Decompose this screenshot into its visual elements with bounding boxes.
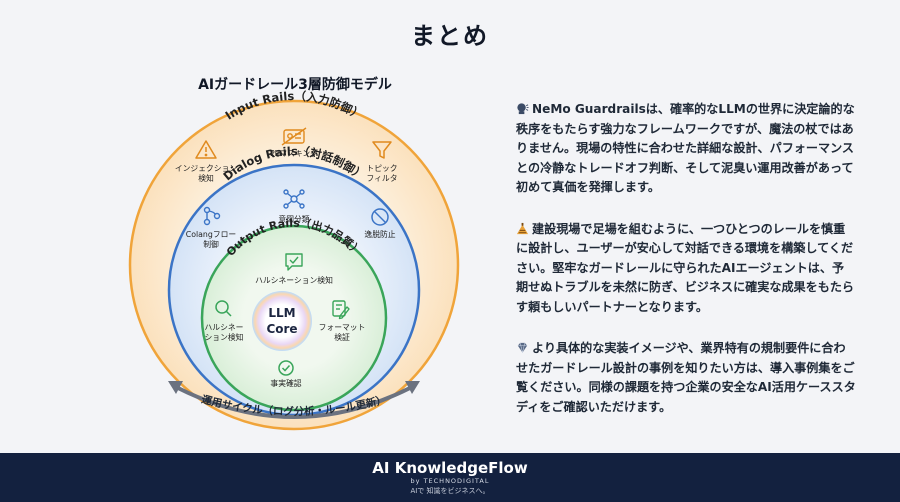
output-item-label: フォーマット — [319, 323, 366, 332]
warning-icon — [195, 140, 217, 159]
output-item-label: ハルシネーション検知 — [255, 275, 333, 285]
summary-text: NeMo Guardrailsは、確率的なLLMの世界に決定論的な秩序をもたらす… — [516, 100, 856, 439]
input-item-injection: インジェクション 検知 — [175, 140, 238, 183]
footer-bar: AI KnowledgeFlow by TECHNODIGITAL AIで 知識… — [0, 453, 900, 502]
diagram-title: AIガードレール3層防御モデル — [198, 77, 392, 93]
dialog-item-label: 逸脱防止 — [364, 229, 395, 239]
summary-paragraph-3-text: より具体的な実装イメージや、業界特有の規制要件に合わせたガードレール設計の事例を… — [516, 341, 856, 414]
input-item-topic: トピック フィルタ — [366, 141, 398, 183]
input-item-label: フィルタ — [366, 174, 397, 183]
masked-id-card-icon — [281, 127, 307, 146]
operation-cycle-arrow — [168, 381, 420, 419]
check-circle-icon — [278, 360, 294, 376]
dialog-item-deviation: 逸脱防止 — [364, 208, 396, 239]
dialog-item-label: Colangフロー — [186, 230, 236, 239]
dialog-item-colang: Colangフロー 制御 — [186, 206, 236, 249]
output-item-label: 事実確認 — [270, 378, 301, 388]
llm-core: LLM Core — [252, 291, 312, 351]
prohibited-icon — [371, 208, 389, 226]
input-item-label: PIIマスキング — [270, 148, 318, 158]
output-item-left: ハルシネー ション検知 — [205, 300, 244, 342]
summary-paragraph-2: 建設現場で足場を組むように、一つひとつのレールを慎重に設計し、ユーザーが安心して… — [516, 220, 856, 318]
three-layer-defense-diagram: Input Rails（入力防御） Dialog Rails（対話制御） Out… — [128, 89, 460, 431]
output-item-bottom: 事実確認 — [270, 360, 302, 388]
magnifier-icon — [215, 300, 232, 317]
output-item-top: ハルシネーション検知 — [255, 253, 333, 285]
funnel-filter-icon — [372, 141, 392, 159]
dialog-item-label: 制御 — [203, 239, 219, 249]
speaking-head-icon — [517, 103, 529, 115]
summary-paragraph-1-text: NeMo Guardrailsは、確率的なLLMの世界に決定論的な秩序をもたらす… — [516, 102, 855, 194]
chat-check-icon — [285, 253, 303, 271]
footer-tagline: AIで 知識をビジネスへ。 — [410, 487, 490, 495]
document-edit-icon — [332, 300, 350, 320]
input-item-pii: PIIマスキング — [270, 127, 318, 158]
input-item-label: トピック — [366, 164, 397, 173]
construction-site-icon — [516, 222, 529, 234]
slide-title: まとめ — [411, 22, 489, 50]
output-item-right: フォーマット 検証 — [319, 300, 366, 342]
footer-brand: AI KnowledgeFlow — [372, 459, 528, 477]
flow-branch-icon — [203, 206, 221, 226]
summary-paragraph-3: より具体的な実装イメージや、業界特有の規制要件に合わせたガードレール設計の事例を… — [516, 339, 856, 417]
output-item-label: ハルシネー — [205, 323, 244, 332]
gem-icon — [517, 342, 528, 353]
dialog-item-label: 意図分類 — [278, 214, 309, 224]
output-item-label: ション検知 — [205, 332, 244, 342]
network-nodes-icon — [283, 189, 305, 209]
dialog-item-intent: 意図分類 — [278, 189, 310, 224]
llm-core-line2: Core — [266, 322, 297, 336]
output-item-label: 検証 — [334, 332, 350, 342]
summary-paragraph-2-text: 建設現場で足場を組むように、一つひとつのレールを慎重に設計し、ユーザーが安心して… — [516, 221, 855, 314]
llm-core-line1: LLM — [268, 306, 295, 320]
input-item-label: インジェクション — [175, 164, 238, 173]
input-item-label: 検知 — [198, 173, 214, 183]
footer-byline: by TECHNODIGITAL — [410, 477, 490, 485]
summary-paragraph-1: NeMo Guardrailsは、確率的なLLMの世界に決定論的な秩序をもたらす… — [516, 100, 856, 198]
